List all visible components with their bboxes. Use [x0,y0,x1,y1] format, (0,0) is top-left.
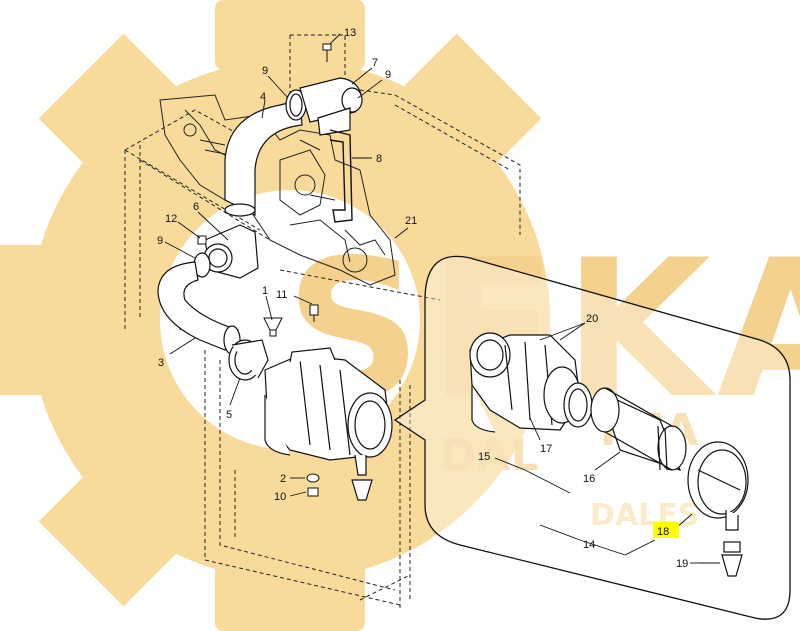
callout-21: 21 [405,215,417,227]
callout-2: 2 [280,473,286,485]
support-bracket [329,129,353,223]
callout-1: 1 [262,285,268,297]
callout-17: 17 [540,443,552,455]
machine-frame-outline [124,34,521,610]
callout-4: 4 [260,91,266,103]
callout-labels: 13 7 9 9 4 8 6 12 9 21 1 11 3 5 2 10 20 … [157,27,688,570]
part-2 [306,473,320,483]
air-cleaner-main [264,347,393,501]
callout-20: 20 [586,313,598,325]
bolt-13 [322,43,332,62]
adapter-6 [193,224,259,279]
watermark-subtitle-left: DAL [440,430,539,481]
callout-16: 16 [583,473,595,485]
callout-11: 11 [276,289,287,301]
housing-body-17 [469,332,581,433]
highlight-18 [653,522,679,538]
clamp-5 [228,339,269,381]
vacuator-valve-1 [263,317,283,337]
cover-18 [687,441,749,531]
outer-ring-17 [563,382,593,428]
gear-icon [0,0,551,631]
callout-10: 10 [274,491,286,503]
callout-12: 12 [165,213,177,225]
callout-8: 8 [376,153,382,165]
callout-9: 9 [262,65,268,77]
callout-15: 15 [478,451,490,463]
callout-19: 19 [676,558,688,570]
bolt-12 [197,235,207,245]
callout-9: 9 [385,69,391,81]
watermark-subtitle-right: DALES [590,498,699,533]
callout-9: 9 [157,235,163,247]
callout-6: 6 [193,201,199,213]
callout-13: 13 [344,27,356,39]
leader-lines [164,33,720,564]
valve-19 [721,541,743,577]
callout-3: 3 [158,357,164,369]
top-elbow-assembly [285,77,363,136]
callout-7: 7 [372,57,378,69]
callout-5: 5 [226,409,232,421]
bolt-11 [309,304,319,322]
filter-element-16 [590,387,687,471]
callout-14: 14 [583,539,595,551]
callout-18: 18 [657,526,669,538]
part-10 [307,487,319,497]
